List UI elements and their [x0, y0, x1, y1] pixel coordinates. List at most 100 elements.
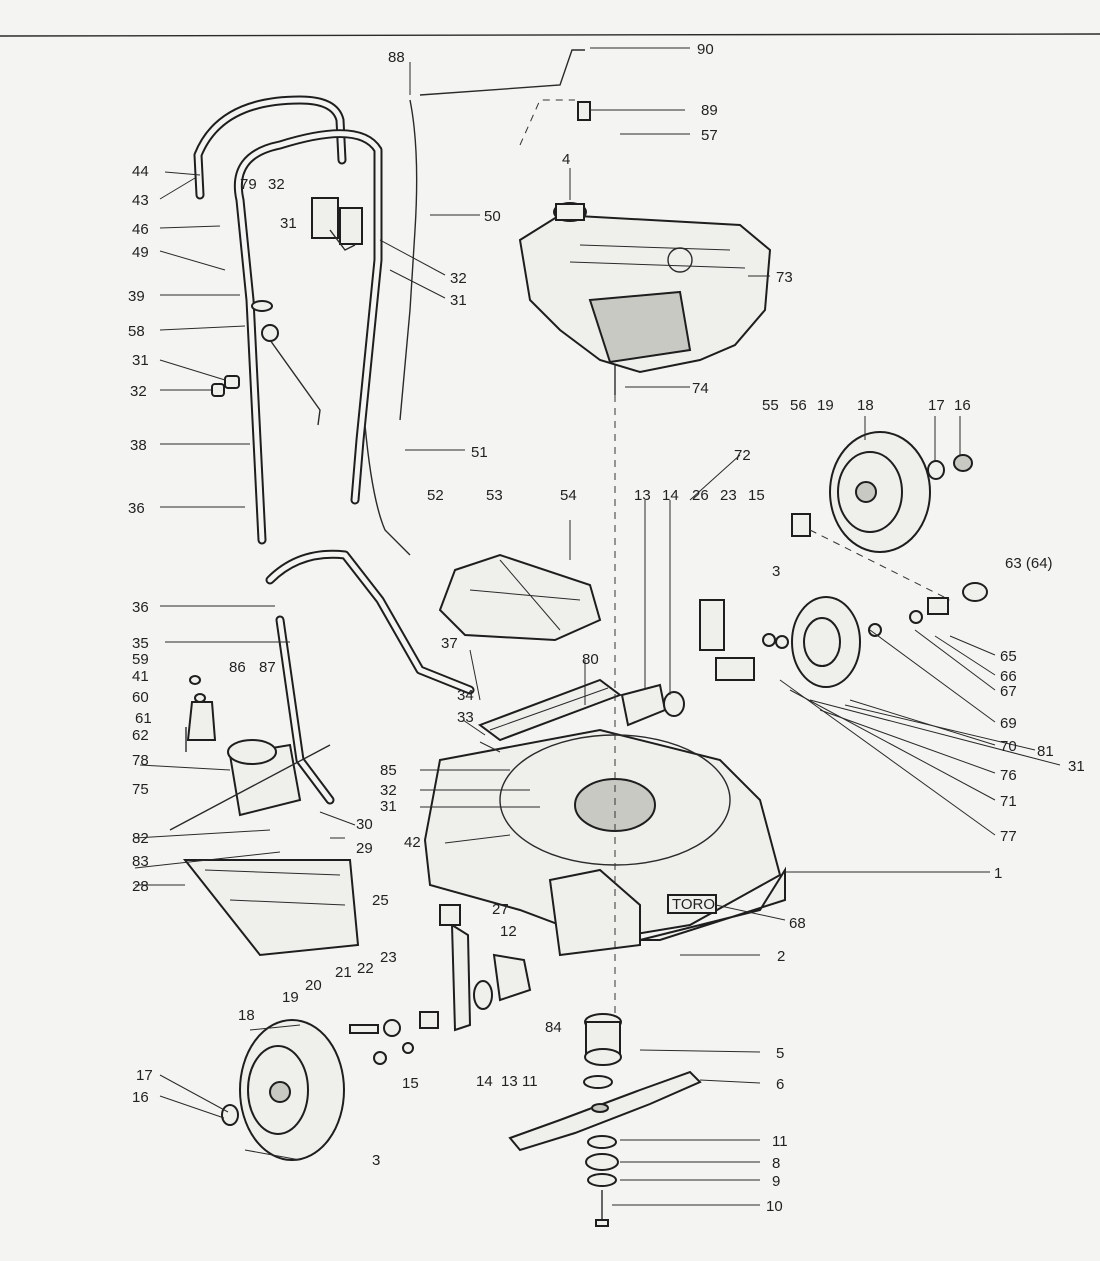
part-label-23-a: 23	[720, 487, 737, 504]
control-cable	[364, 49, 585, 556]
part-label-9: 9	[772, 1173, 780, 1190]
part-label-54: 54	[560, 487, 577, 504]
part-label-31-b: 31	[450, 292, 467, 309]
engine	[518, 202, 772, 395]
part-label-31-a: 31	[280, 215, 297, 232]
part-label-78: 78	[132, 752, 149, 769]
part-label-71: 71	[1000, 793, 1017, 810]
part-label-89: 89	[701, 102, 718, 119]
part-label-59: 59	[132, 651, 149, 668]
mulch-bracket	[185, 675, 217, 752]
handle-brackets	[311, 197, 363, 251]
part-label-16-a: 16	[954, 397, 971, 414]
part-label-44: 44	[132, 163, 149, 180]
part-label-23-b: 23	[380, 949, 397, 966]
part-label-37: 37	[441, 635, 458, 652]
part-label-19-b: 19	[282, 989, 299, 1006]
part-label-63-64: 63 (64)	[1005, 555, 1053, 572]
part-label-46: 46	[132, 221, 149, 238]
handle-knobs	[211, 375, 240, 397]
part-label-68: 68	[789, 915, 806, 932]
mulch-plug	[169, 739, 331, 831]
part-label-60: 60	[132, 689, 149, 706]
front-wheel-lower	[221, 1019, 345, 1161]
part-label-76: 76	[1000, 767, 1017, 784]
part-label-42: 42	[404, 834, 421, 851]
part-label-11-a: 11	[522, 1073, 538, 1090]
part-label-61: 61	[135, 710, 152, 727]
part-label-21: 21	[335, 964, 352, 981]
part-label-73: 73	[776, 269, 793, 286]
part-label-65: 65	[1000, 648, 1017, 665]
part-label-17-a: 17	[928, 397, 945, 414]
part-label-55: 55	[762, 397, 779, 414]
rear-wheel-upper	[791, 431, 973, 601]
part-label-70: 70	[1000, 738, 1017, 755]
part-label-56: 56	[790, 397, 807, 414]
part-label-28: 28	[132, 878, 149, 895]
part-label-35: 35	[132, 635, 149, 652]
part-label-3-b: 3	[372, 1152, 380, 1169]
part-label-12: 12	[500, 923, 517, 940]
part-label-87: 87	[259, 659, 276, 676]
part-label-79: 79	[240, 176, 257, 193]
part-label-31-d: 31	[380, 798, 397, 815]
lower-handle	[265, 549, 475, 805]
part-label-53: 53	[486, 487, 503, 504]
part-label-80: 80	[582, 651, 599, 668]
part-label-26: 26	[692, 487, 709, 504]
part-label-29: 29	[356, 840, 373, 857]
part-label-2: 2	[777, 948, 785, 965]
part-label-6: 6	[776, 1076, 784, 1093]
part-label-30: 30	[356, 816, 373, 833]
part-label-18-b: 18	[238, 1007, 255, 1024]
part-label-32-c: 32	[130, 383, 147, 400]
part-label-18-a: 18	[857, 397, 874, 414]
part-label-13-b: 13	[501, 1073, 518, 1090]
discharge-chute	[182, 859, 360, 957]
blade-hardware	[585, 1135, 619, 1227]
part-label-1: 1	[994, 865, 1002, 882]
part-label-33: 33	[457, 709, 474, 726]
part-label-15-b: 15	[402, 1075, 419, 1092]
part-label-32-d: 32	[380, 782, 397, 799]
part-label-34: 34	[457, 687, 474, 704]
part-label-50: 50	[484, 208, 501, 225]
part-label-58: 58	[128, 323, 145, 340]
part-label-41: 41	[132, 668, 149, 685]
part-label-75: 75	[132, 781, 149, 798]
part-label-49: 49	[132, 244, 149, 261]
part-label-25: 25	[372, 892, 389, 909]
part-label-27: 27	[492, 901, 509, 918]
leader-lines	[134, 47, 1061, 1206]
part-label-52: 52	[427, 487, 444, 504]
part-label-90: 90	[697, 41, 714, 58]
part-label-57: 57	[701, 127, 718, 144]
part-label-17-b: 17	[136, 1067, 153, 1084]
part-label-19-a: 19	[817, 397, 834, 414]
part-label-4: 4	[562, 151, 570, 168]
wheel-hub-cap	[791, 582, 988, 688]
part-label-14-a: 14	[662, 487, 679, 504]
part-label-38: 38	[130, 437, 147, 454]
deck-badge: TORO	[672, 896, 715, 913]
rear-hood	[438, 553, 602, 642]
part-label-72: 72	[734, 447, 751, 464]
height-adjuster	[620, 599, 789, 727]
part-label-84: 84	[545, 1019, 562, 1036]
part-label-36-b: 36	[128, 500, 145, 517]
part-label-31-f: 31	[1068, 758, 1085, 775]
front-height-adjuster	[349, 904, 532, 1065]
part-label-13-a: 13	[634, 487, 651, 504]
part-label-8: 8	[772, 1155, 780, 1172]
part-label-69: 69	[1000, 715, 1017, 732]
part-label-86: 86	[229, 659, 246, 676]
part-label-32-a: 32	[268, 176, 285, 193]
part-labels: 90 88 89 57 4 44 43 79 32 46 31 50 49 32…	[128, 41, 1085, 1215]
part-label-31-c: 31	[132, 352, 149, 369]
part-label-5: 5	[776, 1045, 784, 1062]
part-label-3-a: 3	[772, 563, 780, 580]
part-label-81: 81	[1037, 743, 1054, 760]
part-label-14-b: 14	[476, 1073, 493, 1090]
